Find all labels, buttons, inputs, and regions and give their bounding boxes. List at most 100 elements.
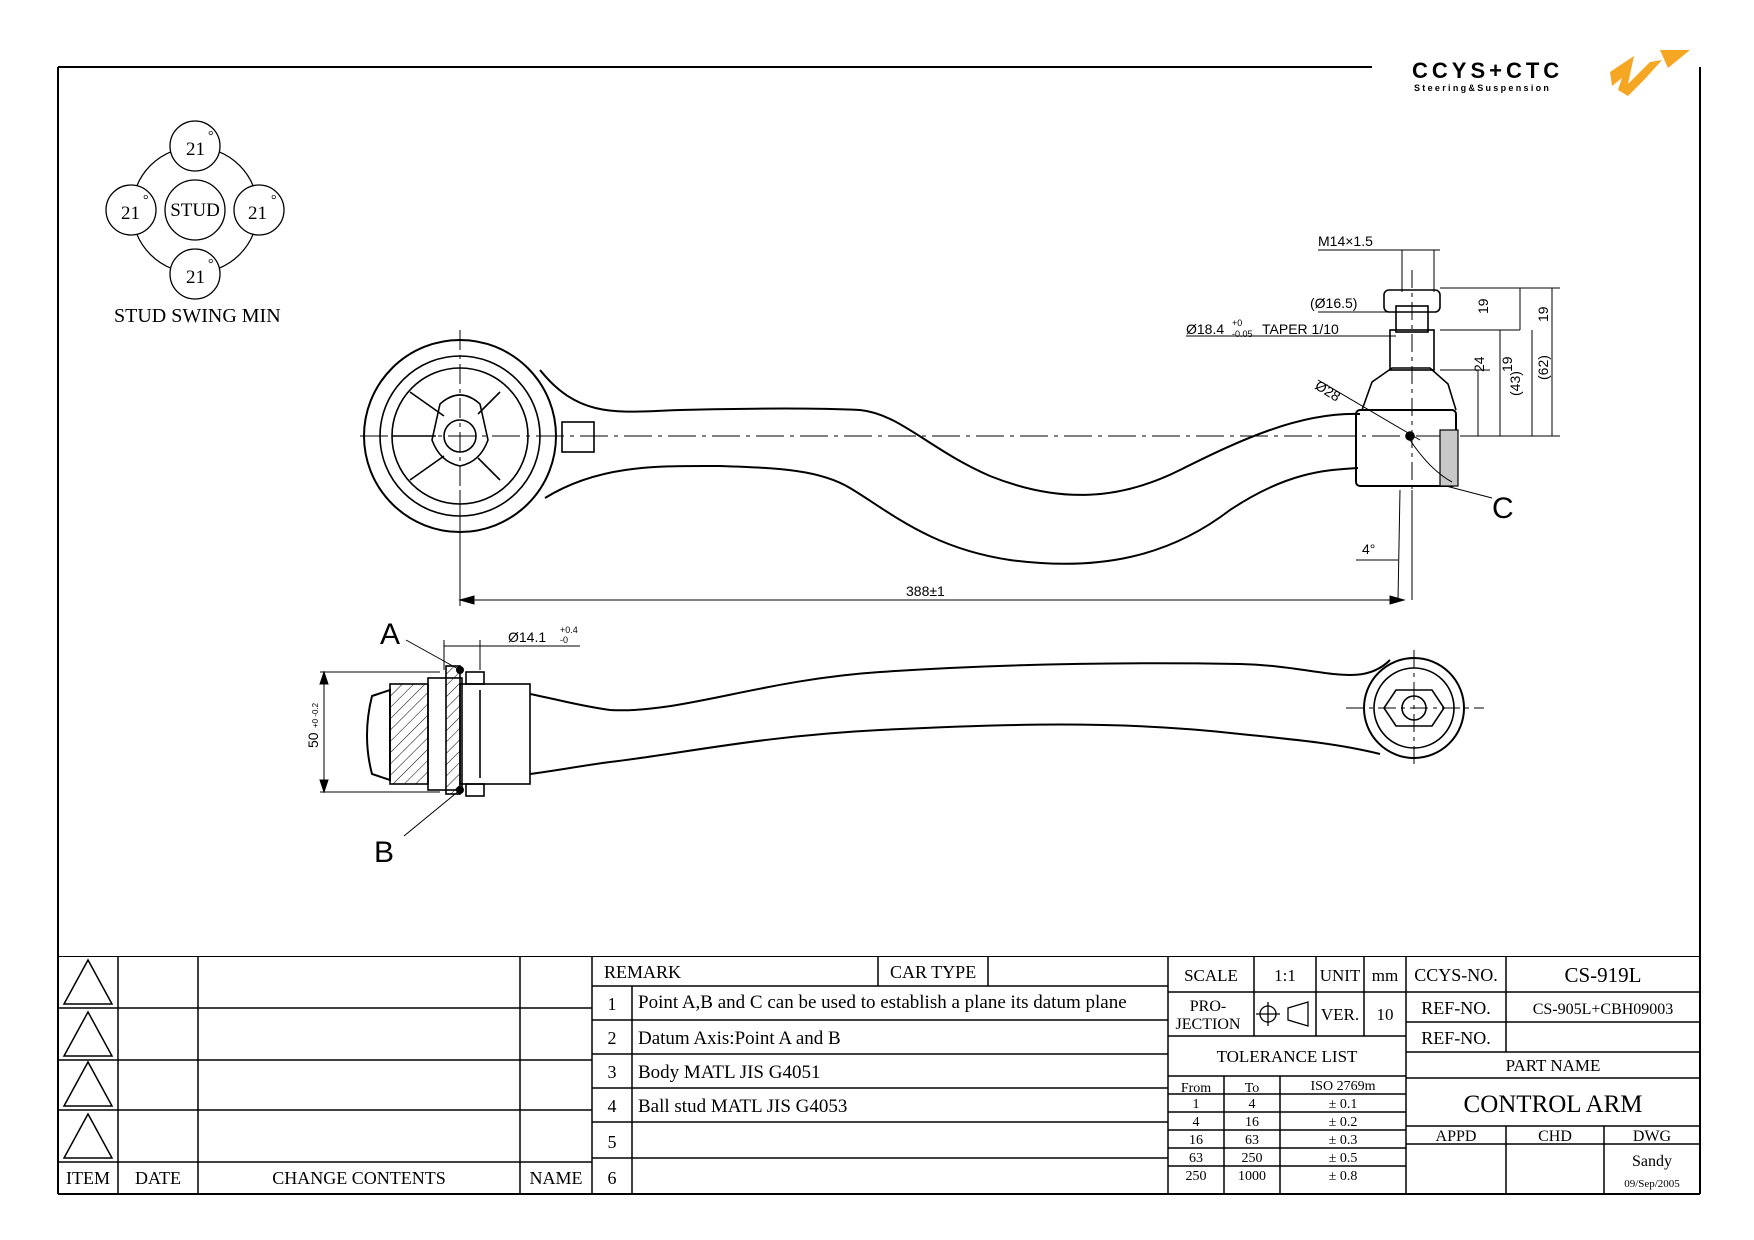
remark-text: Ball stud MATL JIS G4053: [638, 1096, 847, 1117]
dim-taper-tol-up: +0: [1232, 318, 1242, 328]
ccys-label: CCYS-NO.: [1414, 965, 1498, 985]
scale-value: 1:1: [1274, 966, 1296, 985]
point-b-label: B: [374, 836, 394, 869]
projection-label-1: PRO-: [1190, 998, 1226, 1015]
tolerance-cell: 1000: [1238, 1169, 1266, 1184]
revision-triangle-icon: [62, 958, 114, 1005]
tolerance-cell: ± 0.1: [1329, 1097, 1358, 1112]
dwg-label: DWG: [1633, 1128, 1672, 1145]
part-info-table: CCYS-NO. CS-919L REF-NO. CS-905L+CBH0900…: [1414, 963, 1680, 1190]
spec-table: SCALE 1:1 UNIT mm PRO- JECTION VER. 10: [1176, 966, 1399, 1033]
tolerance-title: TOLERANCE LIST: [1217, 1047, 1358, 1066]
remark-text: Datum Axis:Point A and B: [638, 1028, 841, 1049]
swing-center-label: STUD: [170, 200, 220, 221]
ver-value: 10: [1377, 1005, 1394, 1024]
tolerance-cell: ± 0.5: [1329, 1151, 1358, 1166]
remark-no: 5: [608, 1132, 617, 1152]
dim-nut-dia: (Ø16.5): [1310, 295, 1357, 311]
tolerance-header: To: [1245, 1081, 1260, 1096]
dim-ball-dia: Ø28: [1312, 377, 1343, 405]
swing-top-value: 21: [186, 139, 205, 160]
header-item: ITEM: [66, 1168, 110, 1188]
swing-bottom-value: 21: [186, 267, 205, 288]
stud-swing-diagram: [105, 120, 285, 300]
tolerance-header: From: [1181, 1081, 1211, 1096]
dim-width-tol: +0 -0.2: [311, 702, 320, 728]
tolerance-table: TOLERANCE LIST From To ISO 2769m 1 4 ± 0…: [1181, 1047, 1376, 1184]
unit-value: mm: [1372, 966, 1398, 985]
drawing-date: 09/Sep/2005: [1624, 1178, 1680, 1190]
side-view-dimension-lines: [319, 640, 580, 794]
point-b-marker: [456, 786, 464, 794]
tolerance-cell: ± 0.3: [1329, 1133, 1358, 1148]
company-logo: CCYS+CTC Steering&Suspension: [1412, 50, 1690, 96]
dim-19b: 19: [1499, 356, 1515, 372]
logo-wedge-icon: [1660, 50, 1690, 68]
swing-left-value: 21: [121, 203, 140, 224]
revision-triangle-icon: [62, 1010, 114, 1057]
remark-no: 1: [608, 994, 617, 1014]
dim-angle: 4°: [1362, 541, 1375, 557]
remark-no: 3: [608, 1062, 617, 1082]
drawer-name: Sandy: [1632, 1153, 1672, 1170]
point-a-label: A: [380, 618, 400, 651]
dim-24: 24: [1471, 356, 1487, 372]
remark-text: Point A,B and C can be used to establish…: [638, 992, 1127, 1013]
tolerance-cell: 250: [1242, 1151, 1263, 1166]
ref1-label: REF-NO.: [1421, 998, 1491, 1018]
dim-62: (62): [1535, 355, 1551, 380]
revision-triangle-icon: [62, 1112, 114, 1159]
logo-brand: CCYS+CTC: [1412, 58, 1563, 83]
dim-bush-dia: Ø14.1: [508, 629, 546, 645]
dim-taper-base: Ø18.4: [1186, 321, 1224, 337]
remark-no: 4: [608, 1096, 617, 1116]
scale-label: SCALE: [1184, 966, 1238, 985]
stud-swing-labels: 21 ° 21 ° 21 ° 21 ° STUD STUD SWING MIN: [114, 129, 281, 327]
logo-swoosh-icon: [1610, 56, 1662, 96]
header-name: NAME: [530, 1168, 583, 1188]
tolerance-cell: 1: [1193, 1097, 1200, 1112]
top-view-arm: [360, 270, 1493, 601]
remark-header: REMARK: [604, 962, 681, 982]
tolerance-cell: 4: [1249, 1097, 1256, 1112]
revision-triangle-icons: [62, 958, 114, 1159]
swing-right-value: 21: [248, 203, 267, 224]
side-view-arm: [366, 639, 1484, 837]
dim-bush-tol-up: +0.4: [560, 625, 578, 635]
tolerance-cell: 4: [1193, 1115, 1200, 1130]
tolerance-cell: 63: [1189, 1151, 1203, 1166]
revision-triangle-icon: [62, 1060, 114, 1107]
tolerance-cell: ± 0.8: [1329, 1169, 1358, 1184]
swing-left-deg: °: [143, 193, 149, 208]
dim-19a: 19: [1475, 298, 1491, 314]
point-a-marker: [456, 666, 464, 674]
title-block: ITEM DATE CHANGE CONTENTS NAME REMARK CA…: [58, 956, 1700, 1194]
header-date: DATE: [135, 1168, 181, 1188]
swing-top-deg: °: [208, 129, 214, 144]
tolerance-cell: 16: [1245, 1115, 1259, 1130]
ref1-value: CS-905L+CBH09003: [1533, 1001, 1674, 1018]
part-name-label: PART NAME: [1506, 1056, 1601, 1075]
ccys-value: CS-919L: [1564, 963, 1641, 987]
dim-length: 388±1: [906, 583, 945, 599]
appd-label: APPD: [1436, 1128, 1477, 1145]
swing-caption: STUD SWING MIN: [114, 305, 281, 327]
dim-width: 50: [305, 732, 321, 748]
side-view-dimension-text: Ø14.1 +0.4 -0 50 +0 -0.2 A B: [305, 618, 578, 869]
swing-right-deg: °: [271, 193, 277, 208]
chd-label: CHD: [1538, 1128, 1572, 1145]
tolerance-cell: ± 0.2: [1329, 1115, 1358, 1130]
tolerance-cell: 63: [1245, 1133, 1259, 1148]
car-type-label: CAR TYPE: [890, 962, 976, 982]
dim-taper-tol-dn: -0.05: [1232, 329, 1253, 339]
dim-43: (43): [1507, 371, 1523, 396]
remarks-table: REMARK CAR TYPE 1 Point A,B and C can be…: [604, 962, 1127, 1188]
revision-headers: ITEM DATE CHANGE CONTENTS NAME: [66, 1168, 583, 1188]
ref2-label: REF-NO.: [1421, 1028, 1491, 1048]
dim-bush-tol-dn: -0: [560, 635, 568, 645]
dim-taper-label: TAPER 1/10: [1262, 321, 1339, 337]
tolerance-cell: 250: [1186, 1169, 1207, 1184]
tolerance-cell: 16: [1189, 1133, 1203, 1148]
part-name: CONTROL ARM: [1464, 1091, 1643, 1118]
